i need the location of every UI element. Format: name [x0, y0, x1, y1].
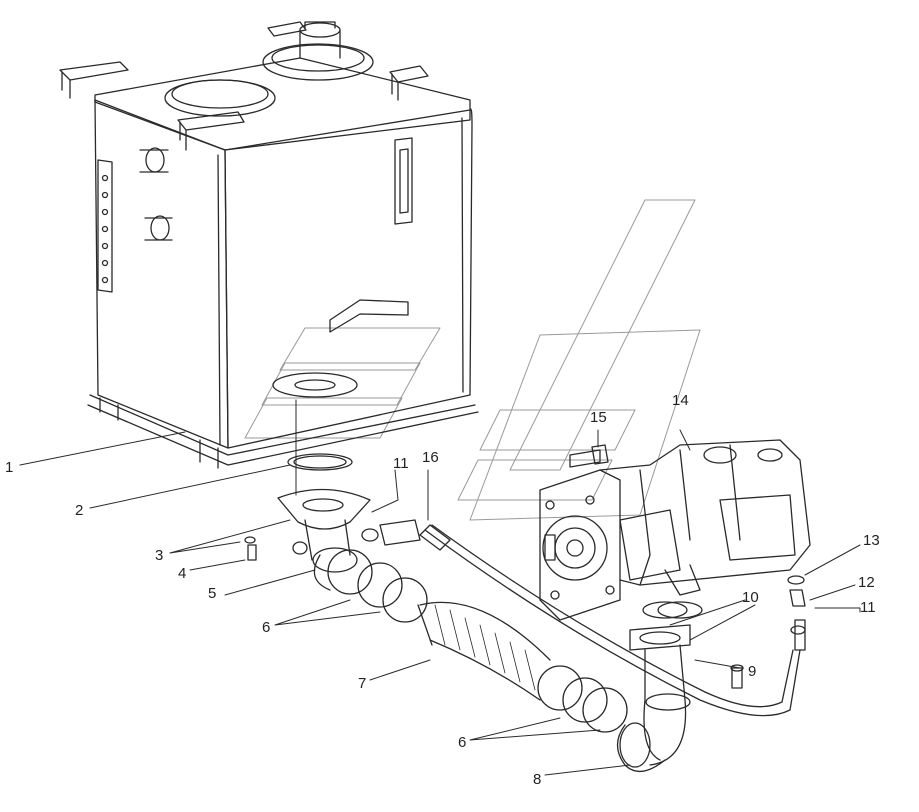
suction-elbow	[616, 601, 691, 772]
label-part-12: 12	[858, 574, 875, 591]
pressure-hose	[292, 519, 806, 717]
label-part-15: 15	[590, 409, 607, 426]
part-labels: 1 2 3 4 5 6 6 7 8 9 10 11 11 12 13 14 15…	[5, 392, 880, 788]
label-part-10: 10	[742, 589, 759, 606]
fitting-15	[569, 444, 609, 468]
label-part-14: 14	[672, 392, 689, 409]
label-part-1: 1	[5, 459, 13, 476]
hydraulic-pump	[539, 439, 811, 621]
label-part-5: 5	[208, 585, 216, 602]
label-part-3: 3	[155, 547, 163, 564]
label-part-6-upper: 6	[262, 619, 270, 636]
label-part-11-right: 11	[860, 599, 876, 616]
suction-flange	[272, 372, 371, 591]
label-part-6-lower: 6	[458, 734, 466, 751]
watermark-logo	[244, 199, 701, 521]
label-part-13: 13	[863, 532, 880, 549]
hose-and-clamps	[327, 549, 628, 733]
leader-lines	[19, 399, 861, 776]
label-part-7: 7	[358, 675, 366, 692]
label-part-16: 16	[422, 449, 439, 466]
label-part-4: 4	[178, 565, 186, 582]
label-part-9: 9	[748, 663, 756, 680]
small-fittings	[244, 536, 806, 689]
label-part-11-left: 11	[393, 455, 409, 472]
label-part-2: 2	[75, 502, 83, 519]
hydraulic-tank	[59, 21, 479, 469]
label-part-8: 8	[533, 771, 541, 788]
